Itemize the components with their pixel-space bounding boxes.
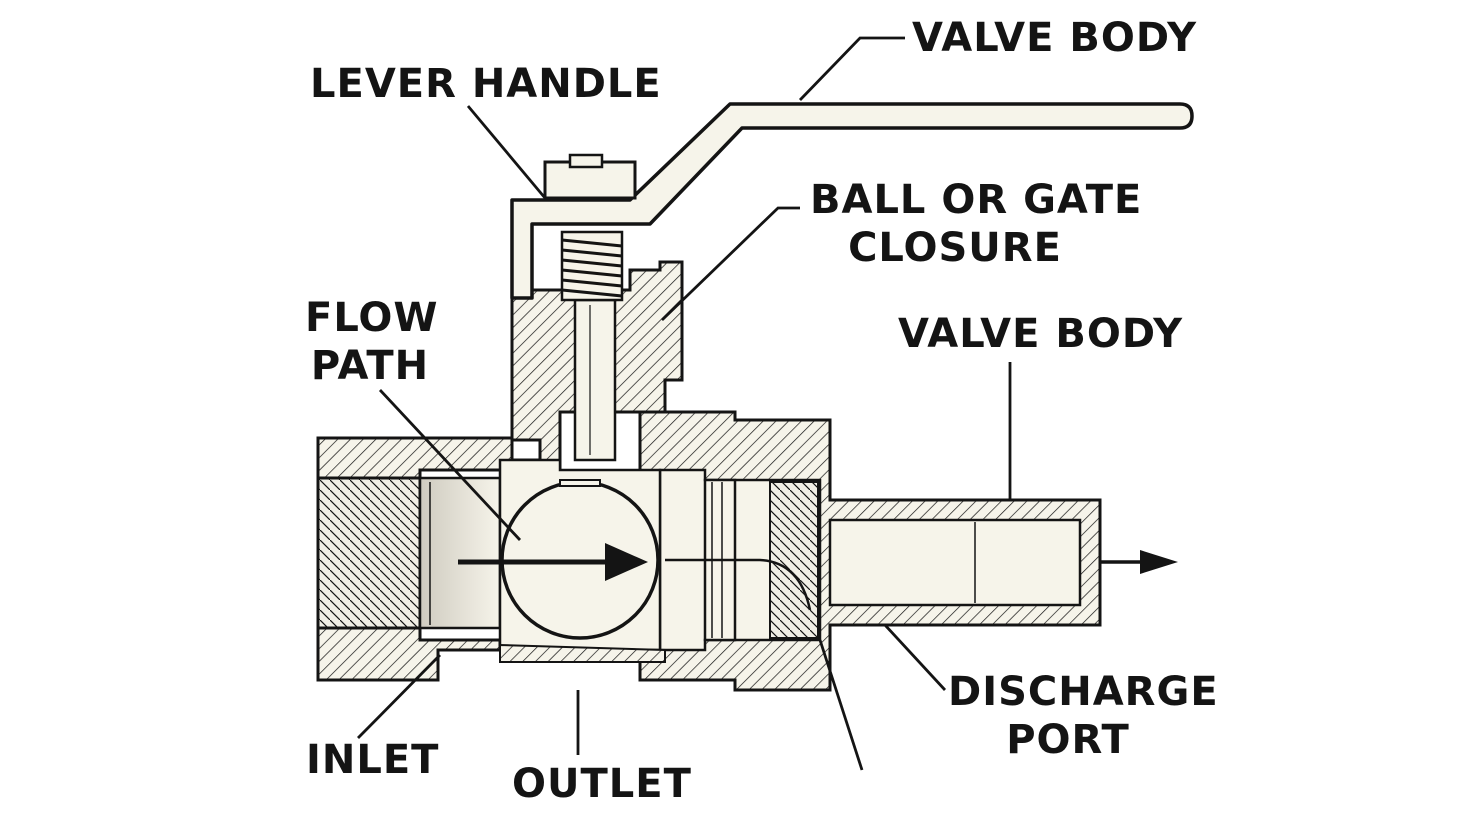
label-flow-path: FLOW PATH bbox=[305, 295, 439, 389]
label-valve-body-top: VALVE BODY bbox=[912, 15, 1198, 61]
label-lever-handle: LEVER HANDLE bbox=[310, 61, 662, 107]
leader-seat bbox=[818, 639, 864, 771]
leader-lever-handle bbox=[466, 105, 547, 199]
label-outlet: OUTLET bbox=[512, 761, 692, 807]
stem-threads bbox=[560, 230, 624, 302]
discharge-arrow bbox=[1100, 550, 1178, 574]
label-inlet: INLET bbox=[306, 737, 440, 783]
valve-body-right bbox=[638, 410, 1102, 692]
label-discharge-port: DISCHARGE PORT bbox=[948, 669, 1219, 763]
leader-lines bbox=[357, 36, 1012, 771]
leader-discharge-port bbox=[883, 624, 947, 691]
label-valve-body-right: VALVE BODY bbox=[898, 311, 1184, 357]
leader-flow-path bbox=[378, 389, 522, 541]
label-ball-or-gate-closure: BALL OR GATE CLOSURE bbox=[810, 177, 1143, 271]
lever-handle bbox=[510, 102, 1194, 300]
leader-inlet bbox=[357, 654, 441, 739]
leader-valve-body-top bbox=[798, 36, 905, 101]
flow-arrow bbox=[458, 543, 812, 611]
leader-ball-gate bbox=[661, 206, 800, 322]
valve-body-left bbox=[316, 436, 542, 682]
